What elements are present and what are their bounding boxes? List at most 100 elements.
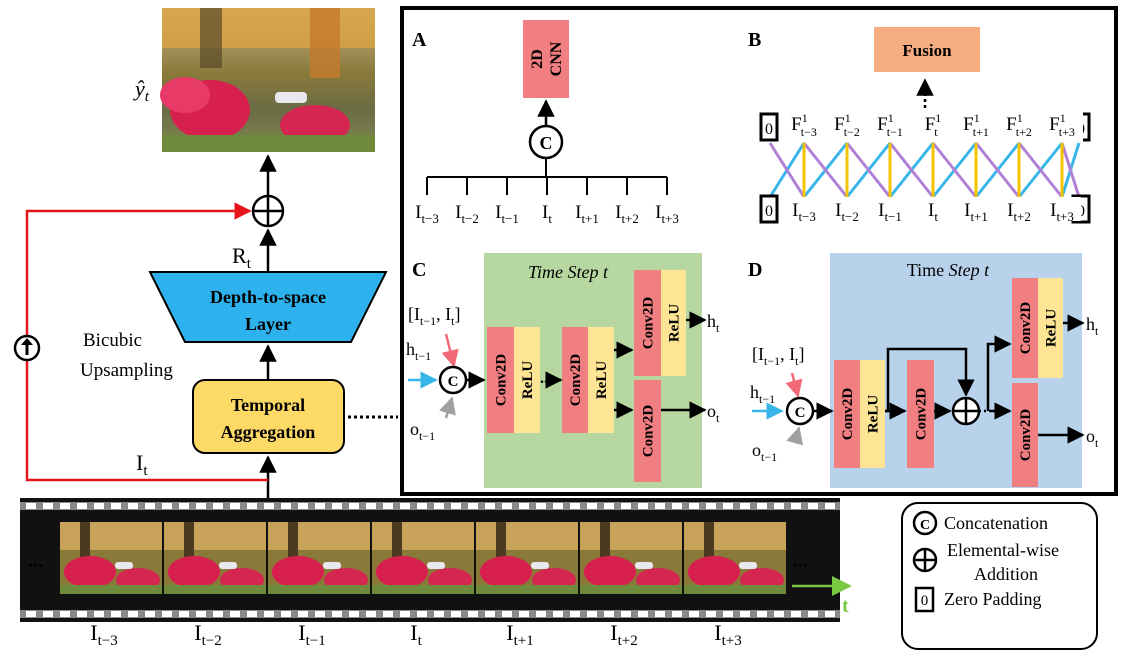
panel-a-letter: A	[412, 29, 427, 51]
legend-add-label-2: Addition	[974, 564, 1038, 584]
panel-b-input-label: It+2	[1007, 200, 1031, 224]
panel-d-relu-1-label: ReLU	[866, 395, 882, 433]
panel-d-conv-1	[834, 360, 860, 468]
legend-add-label-1: Elemental-wise	[947, 540, 1059, 560]
film-strip	[20, 498, 840, 622]
panel-c-pair-input: [It−1, It]	[408, 304, 460, 328]
film-ellipsis-right: ...	[793, 550, 808, 572]
panel-c-conv-o-label: Conv2D	[641, 405, 657, 458]
panel-b-feature-bg	[869, 112, 911, 142]
panel-b-network: 0000F1t−3F1t−2F1t−1F1tF1t+1F1t+2F1t+3It−…	[759, 111, 1091, 224]
panel-b-feature-bg	[998, 112, 1040, 142]
panel-a-input-label: It	[542, 202, 552, 226]
panel-d-letter: D	[748, 259, 762, 281]
panel-d-o-input: ot−1	[752, 440, 777, 464]
panel-a-concat-label: C	[540, 133, 553, 153]
panel-b-input-label: It−3	[792, 200, 816, 224]
addition-node	[251, 194, 285, 228]
panel-c-conv-h-label: Conv2D	[641, 297, 657, 350]
panel-b-input-label: It+3	[1050, 200, 1074, 224]
film-frame	[372, 522, 474, 594]
output-label: ŷt	[133, 76, 150, 105]
panel-a-cnn-line1: 2D	[529, 49, 546, 69]
panel-a-input-label: It+1	[575, 202, 599, 226]
panel-b-input-label: It−1	[878, 200, 902, 224]
panel-c-relu-1-label: ReLU	[520, 361, 536, 399]
panel-c-conv-1	[487, 327, 514, 433]
panel-d-h-output: ht	[1086, 314, 1099, 338]
panel-d-conv-h-label: Conv2D	[1018, 302, 1034, 355]
panel-b-edge-backward	[802, 142, 849, 198]
frame-label: It+1	[506, 620, 533, 649]
bicubic-line2: Upsampling	[80, 360, 173, 381]
temporal-aggregation-line1: Temporal	[231, 395, 305, 415]
panel-d-conv-o-label: Conv2D	[1018, 409, 1034, 462]
panel-b-edge-backward	[1060, 142, 1081, 198]
depth-to-space-line1: Depth-to-space	[210, 287, 326, 307]
bicubic-line1: Bicubic	[83, 330, 142, 351]
panel-b-input-bg	[871, 197, 909, 221]
panel-d-relu-h	[1038, 278, 1063, 378]
panel-d-title: Time Step t	[907, 260, 990, 280]
panel-b-edge-backward	[888, 142, 935, 198]
legend-zero-label: Zero Padding	[944, 589, 1041, 609]
frame-label: It−1	[298, 620, 325, 649]
panel-b-edge-backward	[974, 142, 1021, 198]
panel-c-pair-arrow	[441, 333, 459, 368]
frame-label: It−2	[194, 620, 221, 649]
panel-c-conv-o	[634, 380, 661, 482]
panel-d-conv-2-label: Conv2D	[914, 388, 930, 441]
depth-to-space-line2: Layer	[245, 314, 291, 334]
panel-b-feature-bg	[783, 112, 825, 142]
panel-b-input-bg	[1000, 197, 1038, 221]
upsampling-icon	[13, 334, 41, 362]
panel-c-conv-h	[634, 270, 661, 376]
panel-a-input-label: It+3	[655, 202, 679, 226]
panel-b-zero-bottom-left	[759, 194, 779, 224]
frame-label: It+3	[714, 620, 741, 649]
legend-zero-symbol: 0	[921, 593, 929, 609]
film-frame	[268, 522, 370, 594]
panel-b-feature-bg	[912, 112, 954, 142]
depth-to-space-layer	[148, 271, 388, 343]
panel-d-skip-arrow	[885, 347, 975, 413]
panel-b-zero-top-left-text: 0	[765, 121, 773, 138]
temporal-aggregation-line2: Aggregation	[221, 422, 316, 442]
panel-c-relu-1	[514, 327, 540, 433]
legend-concat-icon	[912, 510, 938, 536]
panel-b-input-bg	[957, 197, 995, 221]
residual-label: Rt	[232, 243, 252, 272]
panel-d-conv-1-label: Conv2D	[840, 388, 856, 441]
panel-d-o-arrow	[786, 426, 804, 446]
panel-c-relu-2-label: ReLU	[594, 361, 610, 399]
panel-d-relu-h-label: ReLU	[1044, 309, 1060, 347]
panel-frame	[400, 6, 1118, 496]
panel-b-input-bg	[914, 197, 952, 221]
panel-b-zero-top-left	[759, 112, 779, 142]
panel-b-edge-backward	[768, 142, 806, 198]
panel-c-relu-h-label: ReLU	[667, 304, 683, 342]
panel-d-blocks: Conv2D ReLU Conv2D Conv2D ReLU Conv2D	[834, 278, 1085, 487]
panel-b-fusion-label: Fusion	[902, 41, 952, 60]
panel-a-cnn-line2: CNN	[548, 41, 565, 76]
panel-d-pair-arrow	[785, 372, 803, 398]
panel-c-o-output: ot	[707, 401, 720, 425]
legend-concat-label: Concatenation	[944, 513, 1048, 533]
panel-b-zero-bottom-left-text: 0	[765, 203, 773, 220]
panel-d-conv-h	[1012, 278, 1038, 378]
panel-c-o-arrow	[439, 396, 456, 419]
panel-a-input-label: It−1	[495, 202, 519, 226]
panel-a-input-label: It+2	[615, 202, 639, 226]
panel-b-input-label: It	[928, 200, 938, 224]
panel-b-input-bg	[828, 197, 866, 221]
panel-d-conv-o	[1012, 383, 1038, 487]
frame-label: It+2	[610, 620, 637, 649]
panel-a-cnn-box	[523, 20, 569, 98]
